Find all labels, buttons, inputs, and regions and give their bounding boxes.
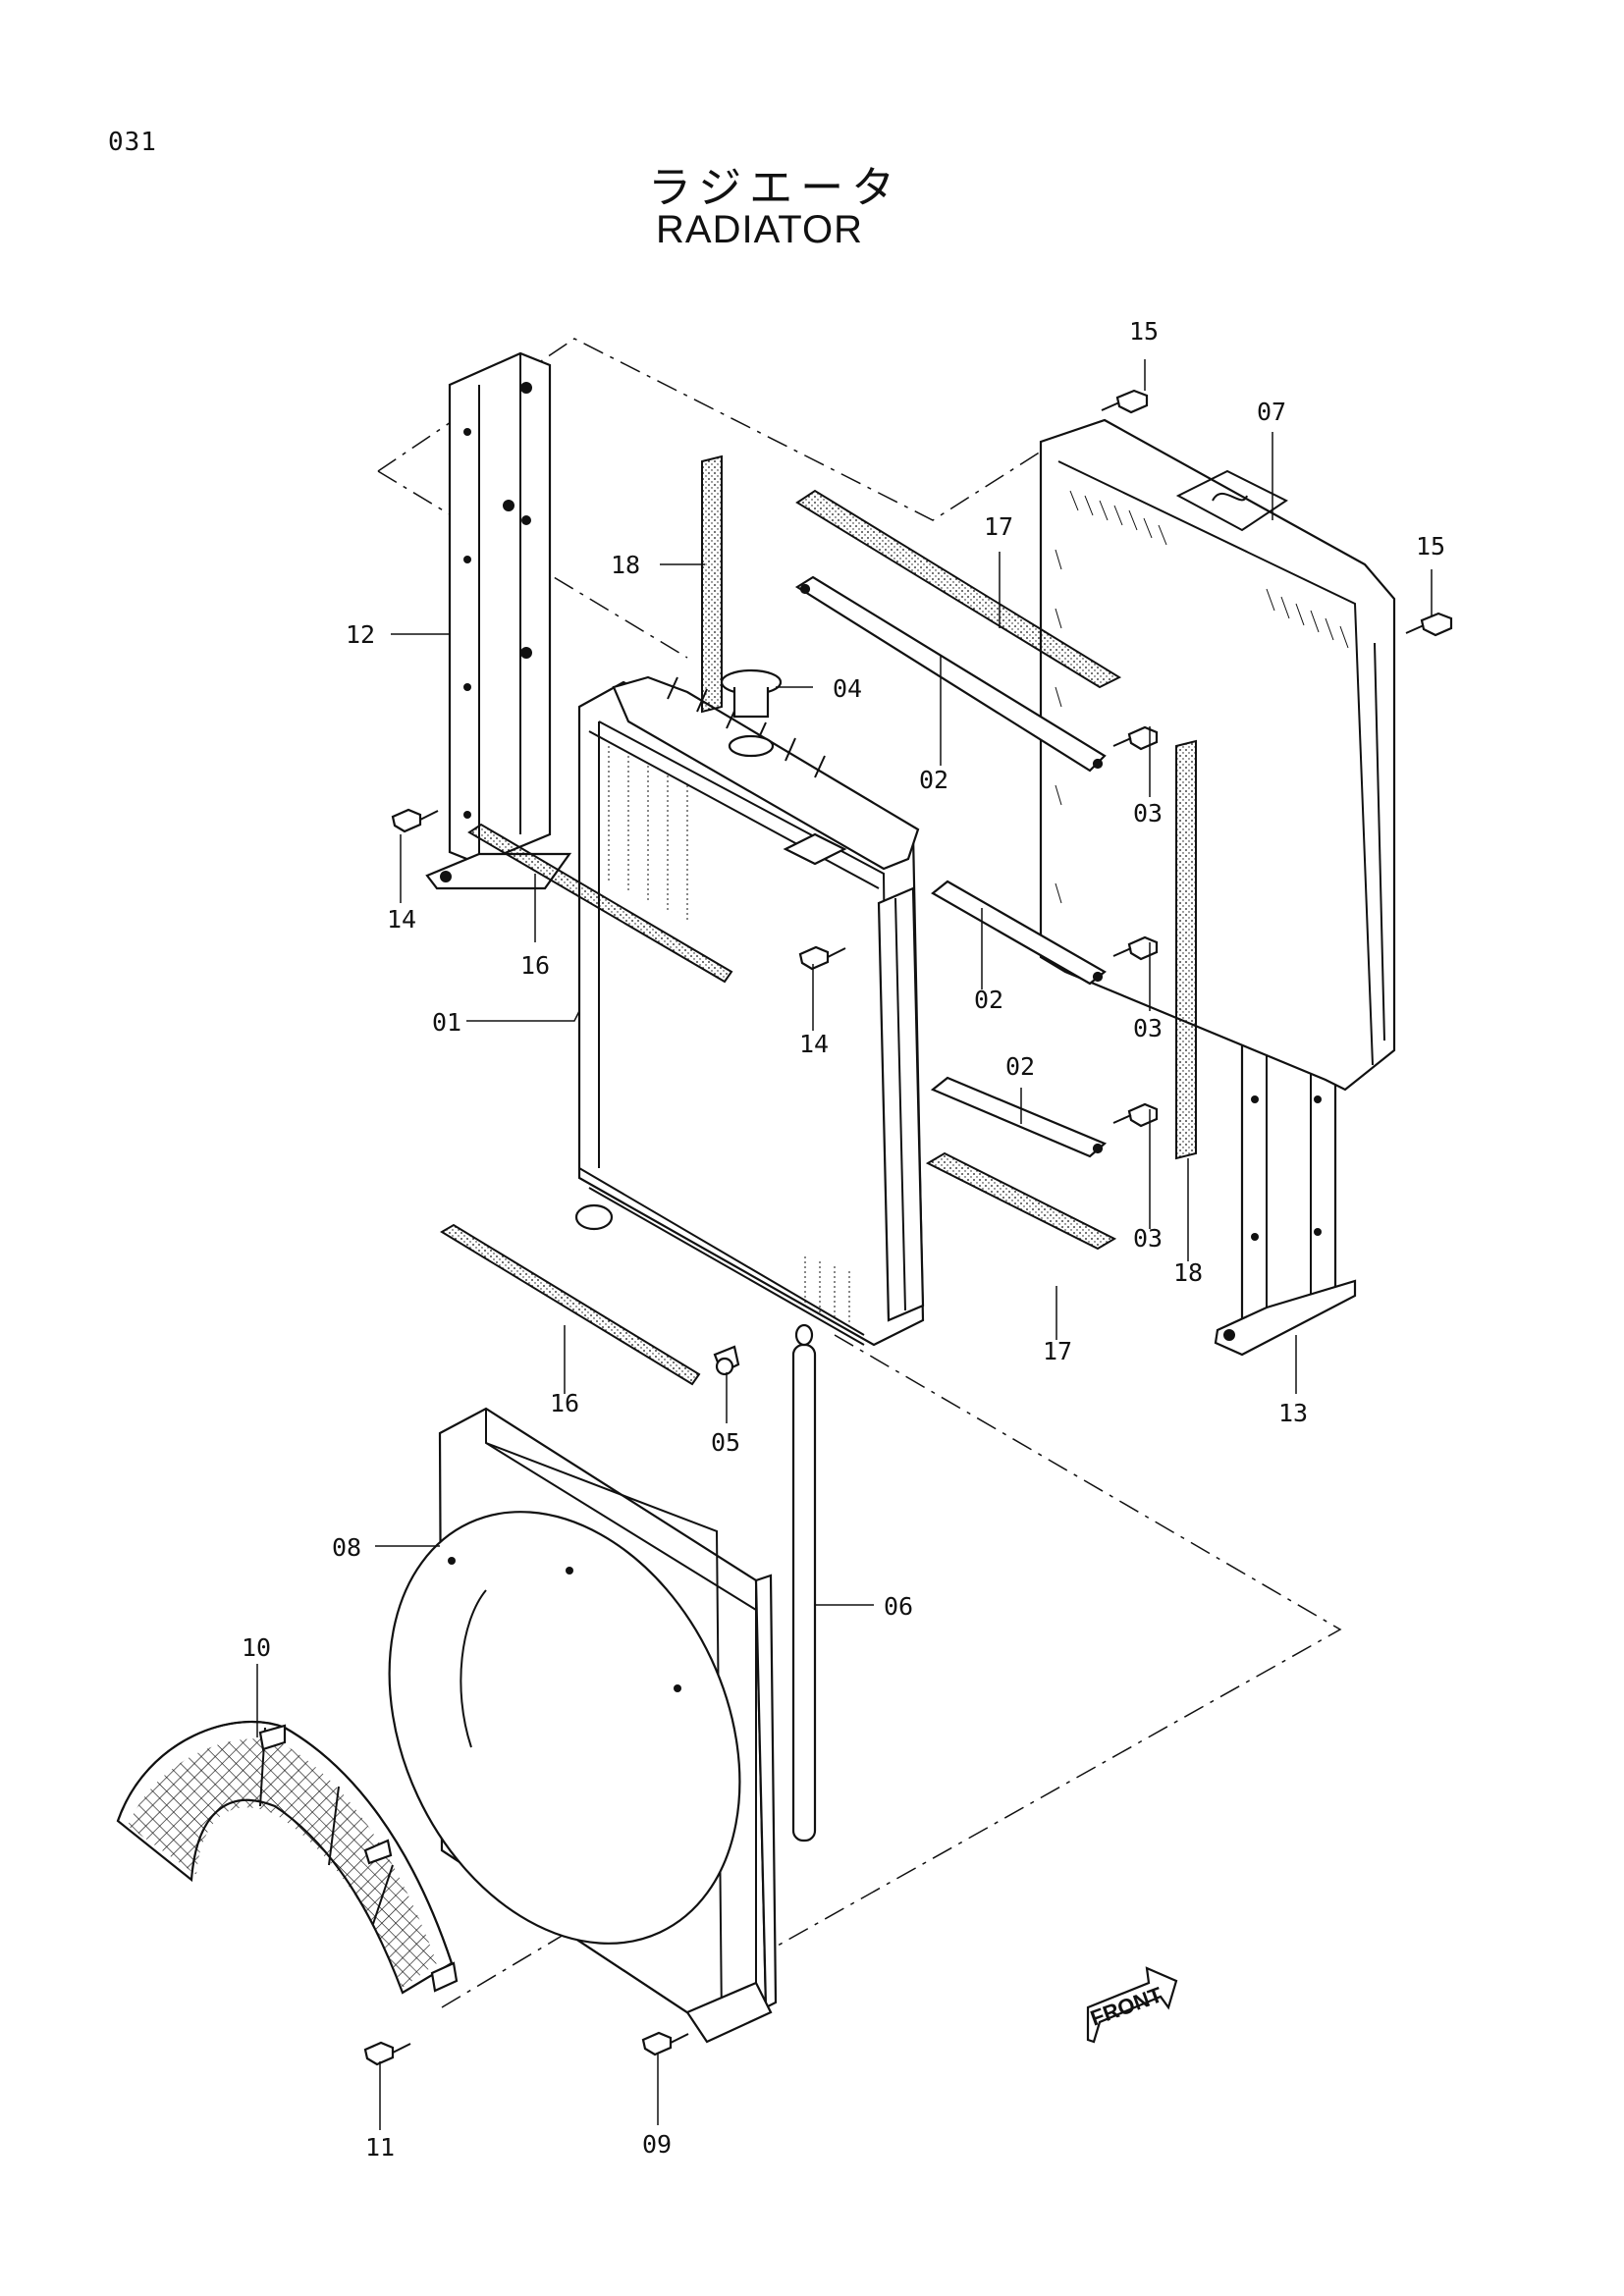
stays: [794, 575, 1108, 1158]
callout-04: 04: [833, 674, 862, 703]
callout-17-upper: 17: [984, 512, 1013, 541]
callout-13: 13: [1278, 1399, 1308, 1427]
callout-18-right: 18: [1173, 1258, 1203, 1287]
bolts: [363, 389, 1453, 2066]
callout-11: 11: [365, 2133, 395, 2162]
callout-15-top: 15: [1129, 317, 1159, 346]
upper-shroud: [1039, 418, 1396, 1092]
callout-03-lower: 03: [1133, 1224, 1163, 1253]
callout-07: 07: [1257, 398, 1286, 426]
callout-08: 08: [332, 1533, 361, 1562]
title-english: RADIATOR: [656, 208, 863, 251]
callout-01: 01: [432, 1008, 461, 1037]
callout-17-lower: 17: [1043, 1337, 1072, 1365]
front-direction-arrow: FRONT: [1086, 1966, 1178, 2044]
callout-16-upper: 16: [520, 951, 550, 980]
drain-cock: [713, 1345, 740, 1376]
callout-09: 09: [642, 2130, 672, 2159]
seal-strips-18: [701, 454, 1197, 1160]
callout-03-middle: 03: [1133, 1014, 1163, 1042]
callout-05: 05: [711, 1428, 740, 1457]
callout-10: 10: [242, 1633, 271, 1662]
callout-02-lower: 02: [1005, 1052, 1035, 1081]
callout-06: 06: [884, 1592, 913, 1621]
callout-18-left: 18: [611, 551, 640, 579]
callout-16-lower: 16: [550, 1389, 579, 1417]
fan-shroud: [388, 1407, 778, 2044]
leader-lines: [256, 359, 1433, 2130]
callout-03-upper: 03: [1133, 799, 1163, 828]
callout-14-center: 14: [799, 1030, 829, 1058]
callout-labels: 01 02 02 02 03 03 03 04 05 06 07 08 09 1…: [242, 317, 1445, 2162]
left-support-bracket: [425, 351, 572, 890]
callout-02-middle: 02: [974, 986, 1003, 1014]
radiator-cap: [720, 668, 783, 758]
title-japanese: ラジエータ: [648, 163, 903, 213]
drain-hose: [791, 1323, 817, 1842]
front-label: FRONT: [1087, 1982, 1165, 2031]
page-number: 031: [108, 128, 157, 157]
callout-12: 12: [346, 620, 375, 649]
callout-15-right: 15: [1416, 532, 1445, 561]
callout-02-upper: 02: [919, 766, 948, 794]
fan-guard: [116, 1720, 459, 1995]
radiator-core: [574, 675, 925, 1347]
seal-strips-16: [440, 823, 733, 1386]
callout-14-left: 14: [387, 905, 416, 934]
